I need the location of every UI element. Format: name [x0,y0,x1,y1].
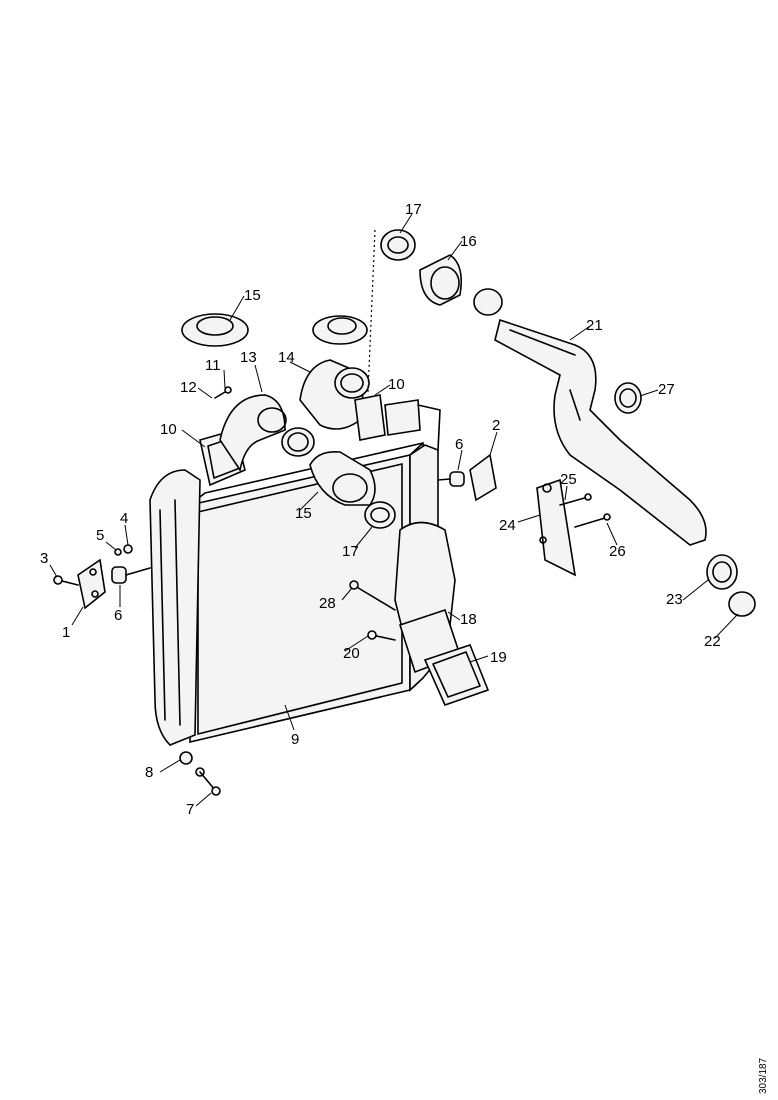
callout-13: 13 [240,349,257,366]
callout-17-center: 17 [342,543,359,560]
callout-6-left: 6 [114,607,122,624]
callout-28: 28 [319,595,336,612]
callout-15-center: 15 [295,505,312,522]
callout-9: 9 [291,731,299,748]
callout-10-left: 10 [160,421,177,438]
callout-23: 23 [666,591,683,608]
callout-14: 14 [278,349,295,366]
bottom-fasteners [179,751,221,796]
bracket-right [437,453,497,502]
callout-25: 25 [560,471,577,488]
bracket-left [53,544,151,610]
callout-16: 16 [460,233,477,250]
callout-26: 26 [609,543,626,560]
callout-22: 22 [704,633,721,650]
center-elbow [299,315,441,451]
clamp-27 [614,382,642,414]
long-pipe [494,318,707,546]
clamp-23-cap-22 [706,554,756,617]
callout-2: 2 [492,417,500,434]
callout-4: 4 [120,510,128,527]
upper-hose-clamps [380,229,503,316]
callout-6-right: 6 [455,436,463,453]
callout-10-right: 10 [388,376,405,393]
cap-left [181,313,249,347]
callout-19: 19 [490,649,507,666]
inlet-elbow [199,386,315,487]
assembly-axis-line [367,229,376,393]
callout-24: 24 [499,517,516,534]
center-hose [309,450,396,529]
callout-3: 3 [40,550,48,567]
callout-5: 5 [96,527,104,544]
callout-7: 7 [186,801,194,818]
callout-20: 20 [343,645,360,662]
callout-12: 12 [180,379,197,396]
callout-11: 11 [205,357,221,374]
callout-8: 8 [145,764,153,781]
callout-15-top: 15 [244,287,261,304]
callout-1: 1 [62,624,70,641]
bracket-24 [536,478,611,577]
callout-27: 27 [658,381,675,398]
drawing-reference: 303/187 [758,1057,769,1094]
callout-18: 18 [460,611,477,628]
leader-lines [49,213,739,807]
callout-17-top: 17 [405,201,422,218]
callout-21: 21 [586,317,603,334]
callout-labels: 1 2 3 4 5 6 6 7 8 9 10 10 11 12 13 14 15… [40,201,721,818]
outlet-elbow [349,521,490,706]
